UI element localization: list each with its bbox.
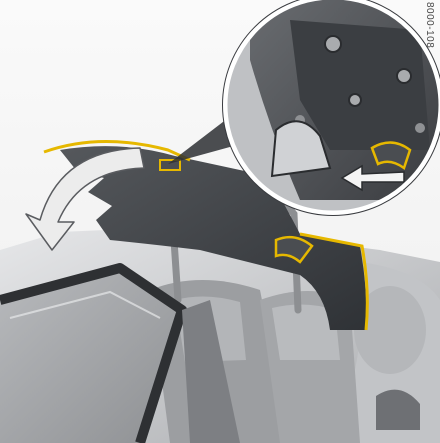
bolt-5 <box>415 123 425 133</box>
bolt-3 <box>349 94 361 106</box>
figure-code: 8000-108 <box>422 2 436 86</box>
bolt-1 <box>325 36 341 52</box>
bolt-2 <box>397 69 411 83</box>
